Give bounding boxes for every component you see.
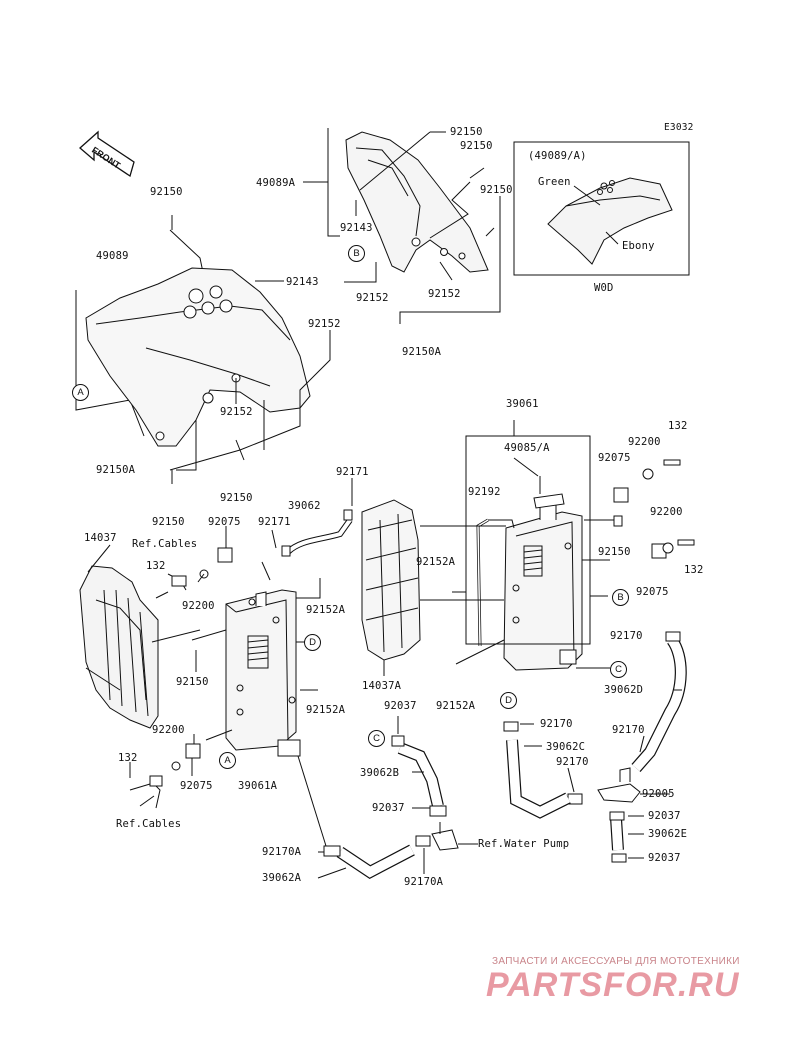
part-92150: 92150 — [150, 186, 183, 198]
part-92037: 92037 — [372, 802, 405, 814]
callout-c: C — [610, 661, 627, 678]
part-92200: 92200 — [182, 600, 215, 612]
part-39061: 39061 — [506, 398, 539, 410]
part-39062A: 39062A — [262, 872, 302, 884]
part-92170A: 92170A — [404, 876, 444, 888]
inset-color-ebony: Ebony — [622, 240, 655, 252]
inset-title: (49089/A) — [528, 150, 587, 162]
part-92152: 92152 — [356, 292, 389, 304]
part-92150: 92150 — [176, 676, 209, 688]
callout-a: A — [72, 384, 89, 401]
part-132: 132 — [146, 560, 166, 572]
part-39062B: 39062B — [360, 767, 400, 779]
part-92152: 92152 — [308, 318, 341, 330]
inset-color-green: Green — [538, 176, 571, 188]
part-92150A: 92150A — [96, 464, 136, 476]
callout-a: A — [219, 752, 236, 769]
part-132: 132 — [668, 420, 688, 432]
front-arrow-icon — [79, 130, 135, 178]
part-92005: 92005 — [642, 788, 675, 800]
part-92170: 92170 — [556, 756, 589, 768]
part-39062D: 39062D — [604, 684, 644, 696]
part-92150: 92150 — [152, 516, 185, 528]
part-92170: 92170 — [610, 630, 643, 642]
part-92171: 92171 — [336, 466, 369, 478]
part-92075: 92075 — [180, 780, 213, 792]
callout-b: B — [348, 245, 365, 262]
part-92171: 92171 — [258, 516, 291, 528]
part-92150: 92150 — [598, 546, 631, 558]
part-14037A: 14037A — [362, 680, 402, 692]
part-92037: 92037 — [648, 852, 681, 864]
part-39062C: 39062C — [546, 741, 586, 753]
callout-b: B — [612, 589, 629, 606]
part-92152: 92152 — [428, 288, 461, 300]
part-92150: 92150 — [480, 184, 513, 196]
part-132: 132 — [118, 752, 138, 764]
part-92152A: 92152A — [306, 604, 346, 616]
ref-cables-top: Ref.Cables — [132, 538, 198, 550]
part-92170A: 92170A — [262, 846, 302, 858]
part-49089A: 49089A — [256, 177, 296, 189]
part-92200: 92200 — [152, 724, 185, 736]
inset-frame — [513, 141, 690, 276]
part-92075: 92075 — [598, 452, 631, 464]
part-92152: 92152 — [220, 406, 253, 418]
part-39062E: 39062E — [648, 828, 688, 840]
part-92150: 92150 — [460, 140, 493, 152]
watermark-tagline: ЗАПЧАСТИ И АКСЕССУАРЫ ДЛЯ МОТОТЕХНИКИ — [492, 956, 740, 967]
callout-d: D — [500, 692, 517, 709]
part-92150: 92150 — [220, 492, 253, 504]
inset-caption: W0D — [594, 282, 614, 294]
part-39061A: 39061A — [238, 780, 278, 792]
part-92075: 92075 — [636, 586, 669, 598]
callout-d: D — [304, 634, 321, 651]
part-92192: 92192 — [468, 486, 501, 498]
part-49089: 49089 — [96, 250, 129, 262]
part-49085A: 49085/A — [504, 442, 550, 454]
ref-water-pump: Ref.Water Pump — [478, 838, 570, 850]
part-92143: 92143 — [340, 222, 373, 234]
part-92150: 92150 — [450, 126, 483, 138]
part-92152A: 92152A — [306, 704, 346, 716]
diagram-code: E3032 — [664, 122, 694, 133]
part-92170: 92170 — [612, 724, 645, 736]
part-92170: 92170 — [540, 718, 573, 730]
part-92150A: 92150A — [402, 346, 442, 358]
callout-c: C — [368, 730, 385, 747]
part-92152A: 92152A — [416, 556, 456, 568]
part-14037: 14037 — [84, 532, 117, 544]
ref-cables-bottom: Ref.Cables — [116, 818, 182, 830]
part-92200: 92200 — [628, 436, 661, 448]
part-92152A: 92152A — [436, 700, 476, 712]
part-92075: 92075 — [208, 516, 241, 528]
part-92037: 92037 — [648, 810, 681, 822]
part-92143: 92143 — [286, 276, 319, 288]
part-92037: 92037 — [384, 700, 417, 712]
part-92200: 92200 — [650, 506, 683, 518]
part-132: 132 — [684, 564, 704, 576]
watermark-logo: PARTSFOR.RU — [486, 966, 740, 1004]
part-39062: 39062 — [288, 500, 321, 512]
